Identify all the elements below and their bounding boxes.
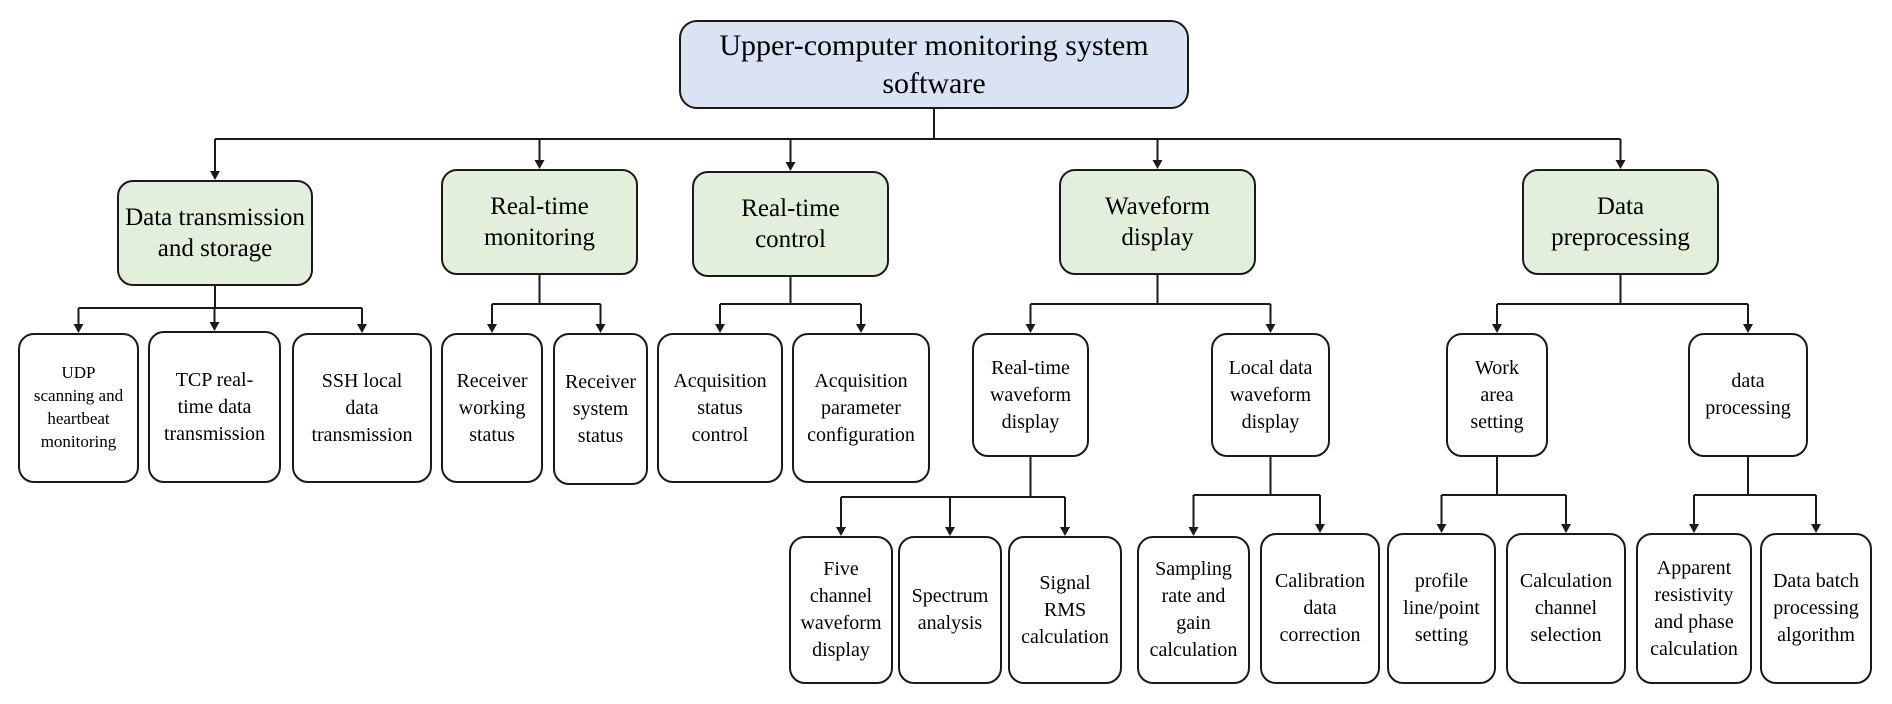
arrowhead xyxy=(1743,324,1753,333)
node-work-area-setting: Work area setting xyxy=(1446,333,1548,457)
arrowhead xyxy=(357,324,367,333)
arrowhead xyxy=(73,324,84,333)
node-data-processing: data processing xyxy=(1688,333,1808,457)
arrowhead xyxy=(1265,324,1276,333)
arrowhead xyxy=(1436,524,1447,533)
arrowhead xyxy=(1811,524,1821,533)
node-data-batch-processing: Data batch processing algorithm xyxy=(1760,533,1872,684)
arrowhead xyxy=(1152,160,1163,169)
arrowhead xyxy=(534,160,545,169)
node-receiver-working-status: Receiver working status xyxy=(441,333,543,483)
arrowhead xyxy=(1188,527,1199,536)
node-acquisition-status-control: Acquisition status control xyxy=(657,333,783,483)
node-tcp-transmission: TCP real- time data transmission xyxy=(148,331,281,483)
arrowhead xyxy=(1060,527,1070,536)
category-realtime-control: Real-time control xyxy=(692,171,889,277)
node-calibration-correction: Calibration data correction xyxy=(1260,533,1380,684)
category-realtime-monitoring: Real-time monitoring xyxy=(441,169,638,275)
root-node: Upper-computer monitoring system softwar… xyxy=(679,20,1189,109)
node-receiver-system-status: Receiver system status xyxy=(553,333,648,485)
arrowhead xyxy=(945,527,955,536)
node-udp-scanning: UDP scanning and heartbeat monitoring xyxy=(18,333,139,483)
node-calculation-channel-selection: Calculation channel selection xyxy=(1506,533,1626,684)
arrowhead xyxy=(1689,524,1699,533)
arrowhead xyxy=(1561,524,1571,533)
arrowhead xyxy=(715,324,725,333)
arrowhead xyxy=(209,322,220,331)
category-data-preprocessing: Data preprocessing xyxy=(1522,169,1719,275)
arrowhead xyxy=(210,171,220,180)
arrowhead xyxy=(1615,160,1626,169)
node-apparent-resistivity-phase: Apparent resistivity and phase calculati… xyxy=(1636,533,1752,684)
node-sampling-rate-gain: Sampling rate and gain calculation xyxy=(1137,536,1250,684)
node-realtime-waveform-display: Real-time waveform display xyxy=(972,333,1089,457)
arrowhead xyxy=(1025,324,1036,333)
category-waveform-display: Waveform display xyxy=(1059,169,1256,275)
arrowhead xyxy=(856,324,866,333)
arrowhead xyxy=(487,324,497,333)
node-local-data-waveform-display: Local data waveform display xyxy=(1211,333,1330,457)
node-signal-rms-calculation: Signal RMS calculation xyxy=(1008,536,1122,684)
category-data-transmission: Data transmission and storage xyxy=(117,180,313,286)
node-profile-line-point-setting: profile line/point setting xyxy=(1387,533,1496,684)
arrowhead xyxy=(785,162,796,171)
node-spectrum-analysis: Spectrum analysis xyxy=(898,536,1002,684)
node-ssh-transmission: SSH local data transmission xyxy=(292,333,432,483)
node-five-channel-waveform: Five channel waveform display xyxy=(789,536,893,684)
arrowhead xyxy=(836,527,846,536)
arrowhead xyxy=(1315,524,1325,533)
arrowhead xyxy=(595,324,606,333)
node-acquisition-parameter-configuration: Acquisition parameter configuration xyxy=(792,333,930,483)
arrowhead xyxy=(1492,324,1502,333)
